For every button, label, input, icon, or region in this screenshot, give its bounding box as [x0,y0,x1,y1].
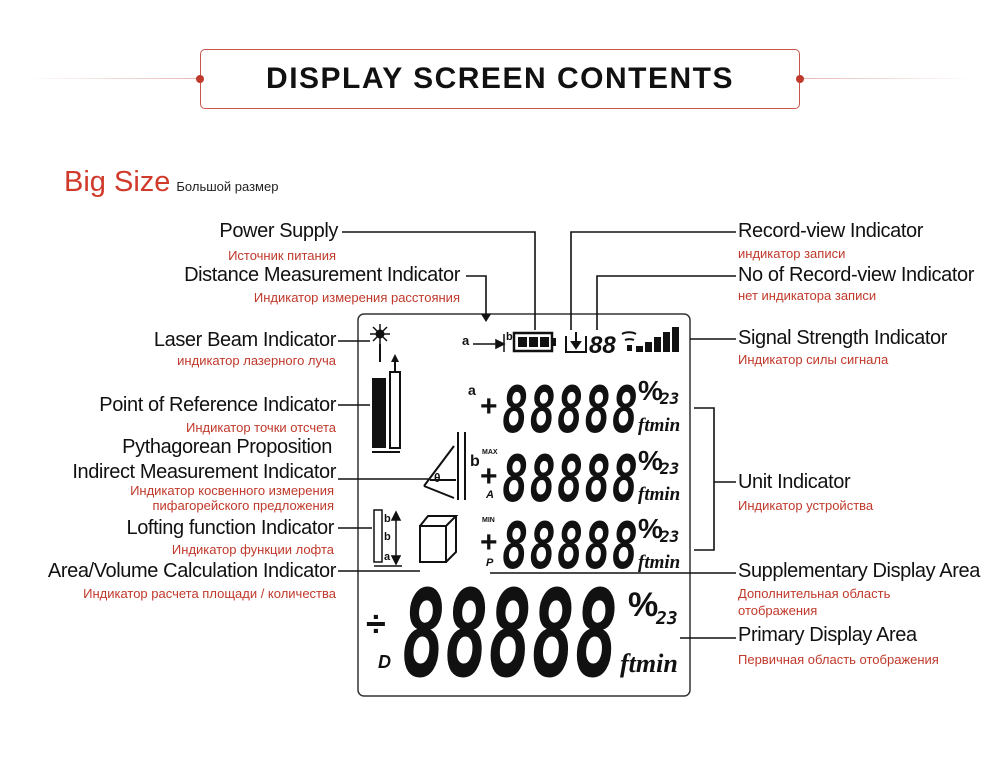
reference-icon [372,354,401,453]
area-volume-icon [419,515,459,563]
label-unit: Unit Indicator [738,471,851,493]
leader-record [570,231,736,330]
row-a-plus: + [480,390,498,423]
label-pythagorean: Pythagorean Proposition [122,436,332,458]
distance-b: b [506,331,513,343]
primary-digits: 88888 [402,566,618,705]
loft-b1: b [384,513,391,525]
label-record-view-ru: индикатор записи [738,246,846,261]
row-b-units: ftmin [638,484,680,505]
row-c-plus: + [480,526,498,559]
row-a-percent: % [638,375,663,406]
row-c-units: ftmin [638,552,680,573]
label-signal: Signal Strength Indicator [738,327,948,349]
theta-label: θ [434,471,441,485]
label-unit-ru: Индикатор устройства [738,498,874,513]
label-primary-ru: Первичная область отображения [738,652,939,667]
row-a-23: 23 [659,389,679,408]
lofting-icon [373,509,402,567]
loft-b2: b [384,531,391,543]
header-line-left [25,78,200,79]
label-area-volume: Area/Volume Calculation Indicator [47,560,336,582]
label-lofting-ru: Индикатор функции лофта [171,542,334,557]
record-digits: 88 [589,332,616,359]
label-no-record: No of Record-view Indicator [738,264,974,286]
row-b-percent: % [638,445,663,476]
loft-a: a [384,551,391,563]
row-b-digits: 88888 [502,441,638,516]
leader-lines [338,231,736,639]
distance-icon [473,334,506,352]
label-supplementary-ru2: отображения [738,603,818,618]
primary-d: D [378,652,391,672]
header-dot-left [196,75,204,83]
label-distance-ru: Индикатор измерения расстояния [253,290,460,305]
signal-icon [621,327,679,352]
label-supplementary: Supplementary Display Area [738,560,980,582]
leader-distance-arrow [481,314,491,322]
row-b-sub: A [485,489,494,501]
leader-power [342,231,536,330]
label-no-record-ru: нет индикатора записи [738,288,877,303]
row-b-letter: b [470,453,480,470]
label-record-view: Record-view Indicator [738,220,924,242]
row-a-letter: a [468,382,476,398]
header-line-right [800,78,975,79]
row-a-units: ftmin [638,415,680,436]
primary-divide: ÷ [366,603,386,644]
header-dot-right [796,75,804,83]
page-title: DISPLAY SCREEN CONTENTS [266,62,734,95]
label-area-volume-ru: Индикатор расчета площади / количества [83,586,336,601]
label-laser: Laser Beam Indicator [153,329,337,351]
lcd-rows: a + 88888 % 23 ftmin b MAX + A 88888 % 2… [366,372,680,705]
label-primary: Primary Display Area [738,624,917,646]
label-reference-ru: Индикатор точки отсчета [186,420,336,435]
row-b-plus: + [480,460,498,493]
row-c-23: 23 [659,527,679,546]
lcd-frame [357,313,691,697]
primary-23: 23 [655,608,678,629]
label-supplementary-ru: Дополнительная область [738,586,891,601]
row-b-23: 23 [659,459,679,478]
primary-percent: % [628,586,658,624]
label-signal-ru: Индикатор силы сигнала [738,352,889,367]
row-c-sub: P [486,557,494,569]
battery-icon [512,331,556,353]
label-distance: Distance Measurement Indicator [184,264,460,286]
row-c-min: MIN [482,517,495,524]
indirect-icon [423,432,466,500]
label-reference: Point of Reference Indicator [99,394,336,416]
leader-distance [466,275,487,318]
row-a-digits: 88888 [502,372,638,447]
primary-units: ftmin [620,649,678,678]
subtitle-label: Big Size [64,166,171,198]
record-view-icon [565,332,587,353]
label-power-supply: Power Supply [219,220,338,242]
leader-no-record [596,275,736,330]
label-indirect: Indirect Measurement Indicator [72,461,336,483]
row-c-percent: % [638,513,663,544]
subtitle: Big Size Большой размер [64,166,278,199]
label-lofting: Lofting function Indicator [126,517,334,539]
laser-icon [370,324,390,362]
label-laser-ru: индикатор лазерного луча [177,353,336,368]
leader-unit-bracket [694,407,715,551]
row-c-digits: 88888 [502,508,638,583]
row-b-max: MAX [482,449,498,456]
label-indirect-ru2: пифагорейского предложения [152,498,334,513]
label-indirect-ru: Индикатор косвенного измерения [130,483,334,498]
distance-a: a [462,333,470,348]
subtitle-sub: Большой размер [176,179,279,194]
label-power-supply-ru: Источник питания [228,248,336,263]
